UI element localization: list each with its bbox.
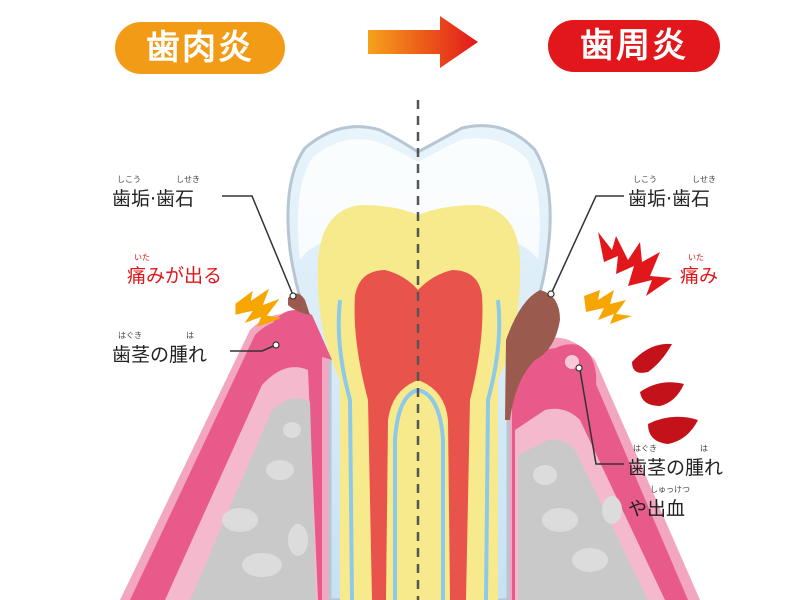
right-tartar-ruby-1: しこう xyxy=(633,175,657,184)
right-pain-spark-small-icon xyxy=(584,290,632,324)
left-gum-ruby-2: は xyxy=(186,331,194,340)
left-gum-label: 歯茎の腫れ xyxy=(112,344,208,366)
right-pain-label: 痛み xyxy=(680,265,719,287)
left-gum-swelling xyxy=(268,310,332,360)
right-bleeding-ruby: しゅっけつ xyxy=(650,485,690,494)
right-gum-swelling xyxy=(536,344,597,395)
blood-drop-icon xyxy=(632,343,698,444)
left-pain-spark-icon xyxy=(235,288,281,327)
gingivitis-title: 歯肉炎 xyxy=(115,22,285,74)
right-tartar-ruby-2: しせき xyxy=(692,175,716,184)
right-tartar-label: 歯垢·歯石 xyxy=(628,188,711,210)
tooth-root-canal-inner xyxy=(398,395,440,600)
right-gum-ruby-1: はぐき xyxy=(633,444,657,453)
right-bleeding-label: や出血 xyxy=(628,498,686,520)
right-pain-spark-big-icon xyxy=(598,232,672,296)
right-tartar xyxy=(505,290,560,420)
periodontitis-title: 歯周炎 xyxy=(548,20,720,72)
right-gum-and-bone xyxy=(505,337,700,600)
progression-arrow xyxy=(368,16,478,68)
left-tartar-ruby-2: しせき xyxy=(176,175,200,184)
left-gum-and-bone xyxy=(120,313,330,600)
right-pain-ruby: いた xyxy=(688,253,704,262)
left-tartar-ruby-1: しこう xyxy=(117,175,141,184)
right-gum-ruby-2: は xyxy=(700,444,708,453)
left-gum-ruby-1: はぐき xyxy=(118,331,142,340)
tooth-pulp xyxy=(354,270,483,600)
left-tartar-label: 歯垢·歯石 xyxy=(112,188,195,210)
leader-lines xyxy=(222,195,624,465)
left-pain-ruby: いた xyxy=(134,253,150,262)
right-gum-label: 歯茎の腫れ xyxy=(628,457,724,479)
left-pain-label: 痛みが出る xyxy=(127,265,223,287)
